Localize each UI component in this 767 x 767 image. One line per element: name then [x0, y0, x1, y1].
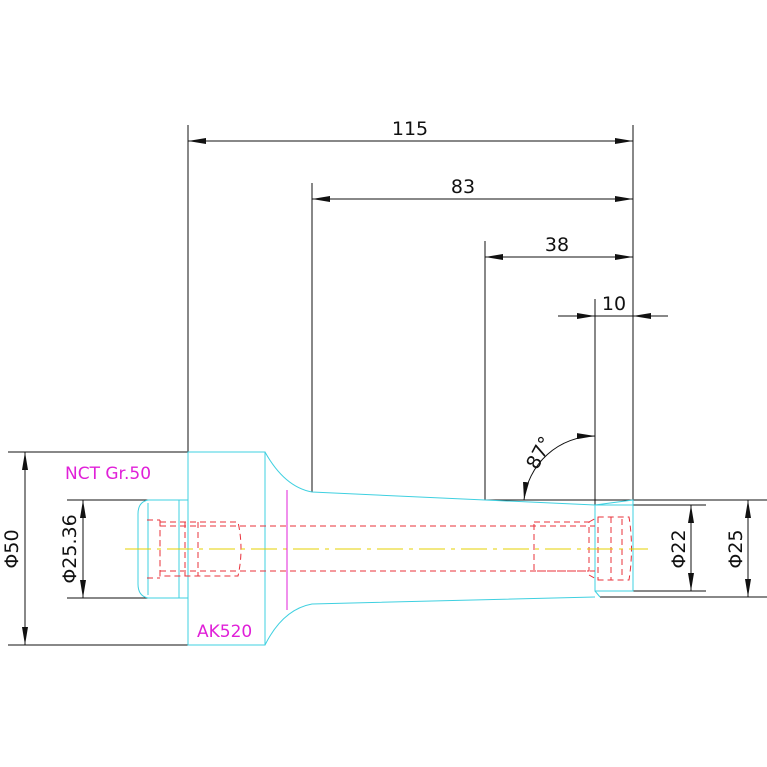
dim-text-22: Φ22 — [668, 529, 690, 568]
dim-text-87: 87° — [522, 433, 557, 473]
dim-text-25: Φ25 — [725, 529, 747, 568]
shank-lower — [264, 596, 596, 646]
shank-upper — [264, 451, 486, 501]
dim-text-10: 10 — [602, 293, 626, 315]
dim-text-83: 83 — [451, 176, 475, 198]
angle-arc-87 — [523, 433, 596, 501]
dim-text-115: 115 — [392, 118, 428, 140]
hidden-lines — [147, 516, 632, 581]
nose-outline — [594, 504, 634, 592]
dim-text-50: Φ50 — [1, 529, 23, 568]
extension-lines — [8, 125, 767, 646]
dimension-lines — [22, 138, 751, 645]
dim-text-38: 38 — [545, 234, 569, 256]
collet-type-label: AK520 — [197, 622, 252, 642]
holder-type-label: NCT Gr.50 — [65, 464, 151, 484]
dim-text-25-36: Φ25.36 — [59, 514, 81, 583]
